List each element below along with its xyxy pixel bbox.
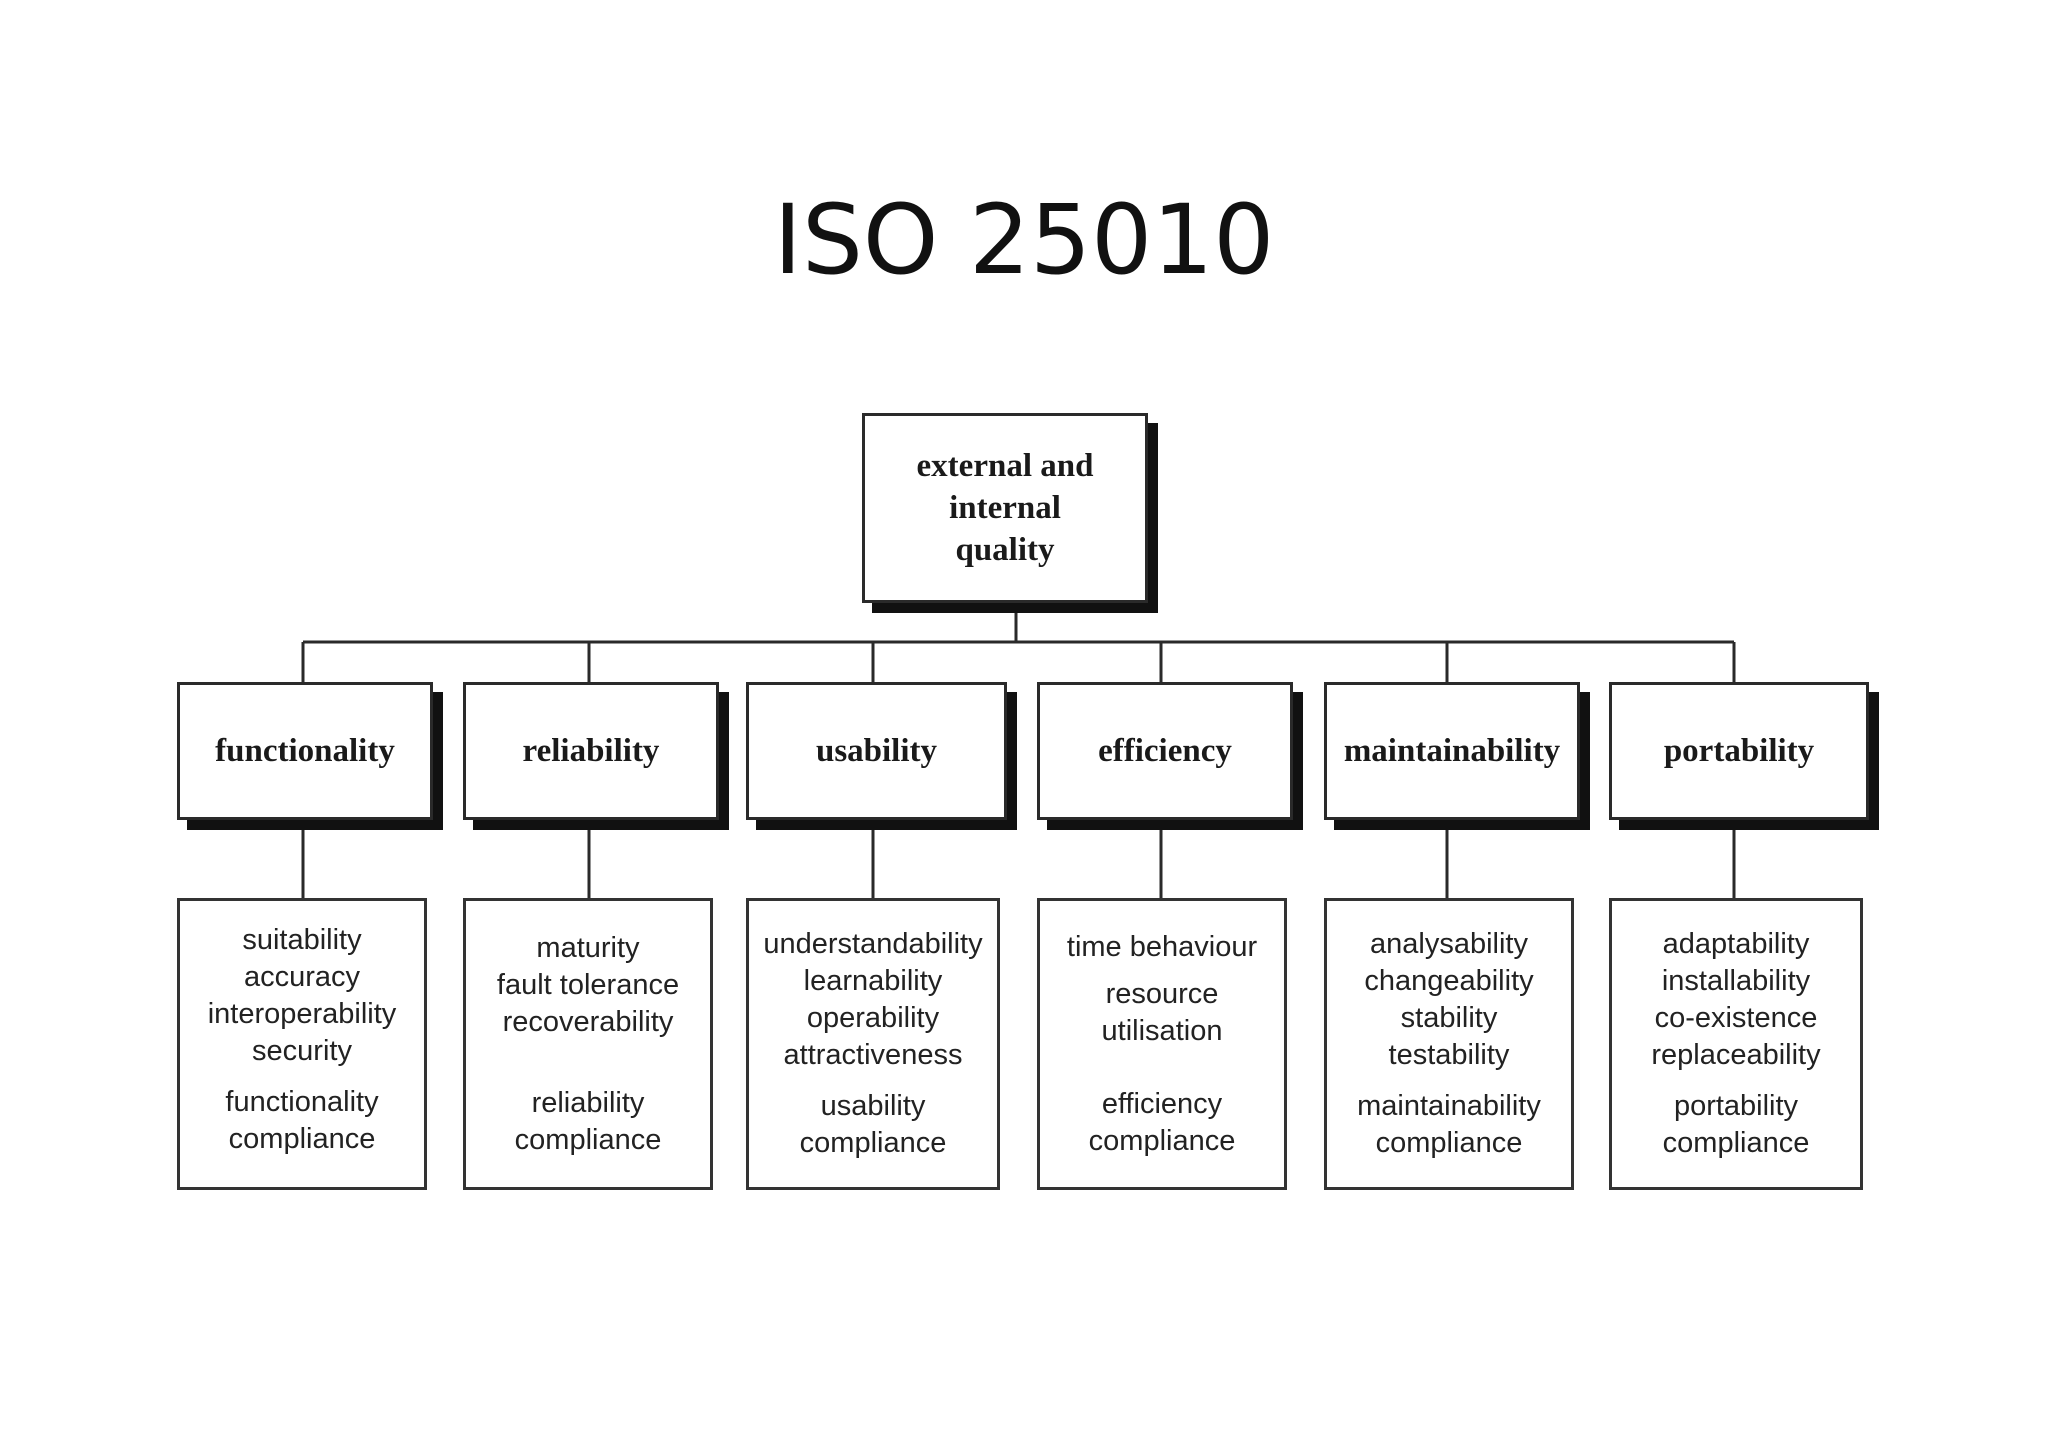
subcharacteristic-item: co-existence xyxy=(1654,1002,1818,1034)
characteristic-label: maintainability xyxy=(1343,732,1561,769)
subcharacteristic-item: replaceability xyxy=(1651,1039,1821,1071)
subcharacteristic-item: maturity xyxy=(536,931,640,964)
subcharacteristics-reliability: maturity fault tolerance recoverability … xyxy=(463,898,713,1190)
subcharacteristic-item: understandability xyxy=(763,928,983,960)
compliance-label: reliability compliance xyxy=(514,1086,662,1156)
subcharacteristics-usability: understandability learnability operabili… xyxy=(746,898,1000,1190)
characteristic-maintainability: maintainability xyxy=(1324,682,1580,820)
subcharacteristic-item: attractiveness xyxy=(783,1039,963,1071)
characteristic-label: reliability xyxy=(522,732,660,769)
characteristic-label: functionality xyxy=(215,732,395,769)
subcharacteristic-item: analysability xyxy=(1370,928,1528,960)
subcharacteristic-item: stability xyxy=(1400,1002,1498,1034)
compliance-label: functionality compliance xyxy=(225,1086,379,1155)
slide-title: ISO 25010 xyxy=(773,184,1275,296)
compliance-label: maintainability compliance xyxy=(1357,1090,1541,1159)
subcharacteristic-item: recoverability xyxy=(502,1005,674,1038)
characteristic-reliability: reliability xyxy=(463,682,719,820)
subcharacteristic-item: installability xyxy=(1661,965,1811,997)
subcharacteristic-item: adaptability xyxy=(1662,928,1810,960)
compliance-label: efficiency compliance xyxy=(1088,1087,1236,1157)
subcharacteristic-item: testability xyxy=(1388,1039,1510,1071)
subcharacteristics-functionality: suitability accuracy interoperability se… xyxy=(177,898,427,1190)
subcharacteristic-item: time behaviour xyxy=(1066,930,1258,963)
subcharacteristic-item: changeability xyxy=(1364,965,1534,997)
subcharacteristics-maintainability: analysability changeability stability te… xyxy=(1324,898,1574,1190)
subcharacteristic-item: resource xyxy=(1105,977,1219,1010)
subcharacteristic-item: fault tolerance xyxy=(496,968,680,1001)
characteristic-label: efficiency xyxy=(1098,732,1232,769)
root-label: external and internal quality xyxy=(916,448,1094,568)
characteristic-portability: portability xyxy=(1609,682,1869,820)
compliance-label: portability compliance xyxy=(1662,1090,1810,1159)
characteristic-functionality: functionality xyxy=(177,682,433,820)
characteristic-label: usability xyxy=(815,732,938,769)
subcharacteristics-efficiency: time behaviour resource utilisation effi… xyxy=(1037,898,1287,1190)
characteristic-label: portability xyxy=(1663,732,1815,769)
compliance-label: usability compliance xyxy=(799,1090,947,1159)
subcharacteristic-item: interoperability xyxy=(207,998,397,1030)
subcharacteristic-item: utilisation xyxy=(1101,1014,1223,1047)
characteristic-usability: usability xyxy=(746,682,1007,820)
subcharacteristic-item: security xyxy=(252,1035,352,1067)
subcharacteristic-item: suitability xyxy=(242,924,362,956)
subcharacteristics-portability: adaptability installability co-existence… xyxy=(1609,898,1863,1190)
characteristic-efficiency: efficiency xyxy=(1037,682,1293,820)
subcharacteristic-item: learnability xyxy=(803,965,943,997)
subcharacteristic-item: operability xyxy=(806,1002,940,1034)
root-node: external and internal quality xyxy=(862,413,1148,603)
subcharacteristic-item: accuracy xyxy=(243,961,361,993)
